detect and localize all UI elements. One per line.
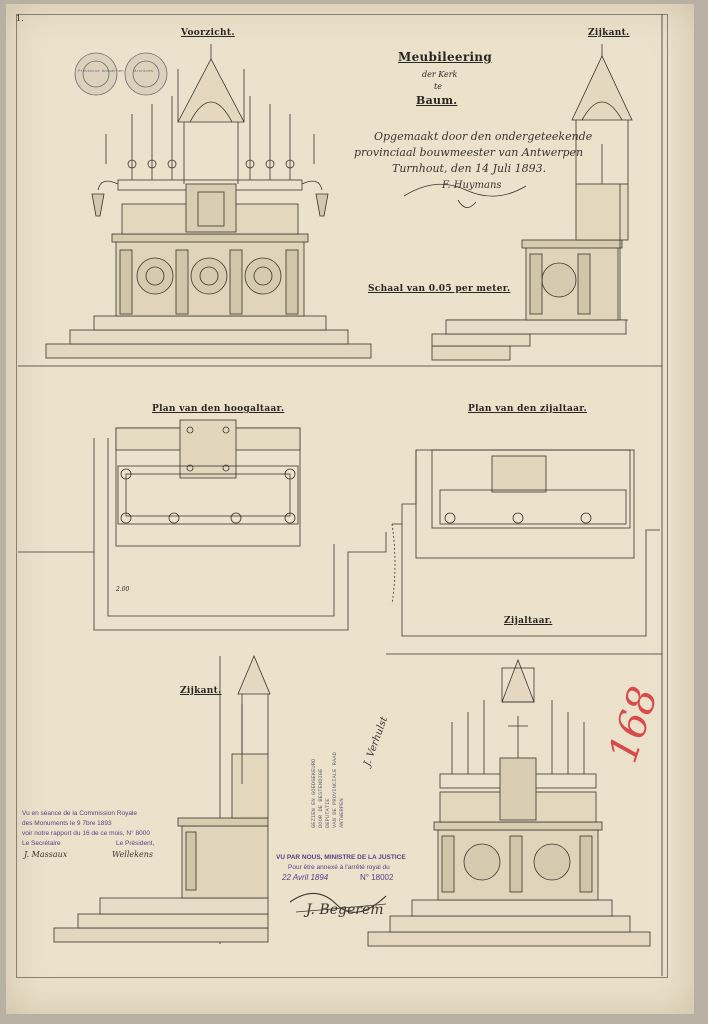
dimension-label: 2.00 — [116, 586, 130, 593]
minister-line-1: VU PAR NOUS, MINISTRE DE LA JUSTICE — [276, 854, 406, 861]
side-elevation-bottom — [53, 654, 271, 943]
approval-line-3: Turnhout, den 14 Juli 1893. — [392, 162, 547, 175]
plan-side-heading: Plan van den zijaltaar. — [468, 404, 587, 414]
side-elevation-top — [431, 44, 633, 361]
plan-front — [18, 419, 387, 631]
vertical-stamp-line-4: VAN DE PROVINCIALE RAAD — [331, 752, 338, 828]
commission-secretary-label: Le Secrétaire — [22, 840, 61, 847]
title-line-3: te — [434, 82, 442, 91]
seal-2-text: Archives — [134, 70, 154, 74]
vertical-stamp-line-1: GEZIEN EN GOEDGEKEURD — [310, 758, 317, 828]
vertical-stamp-line-3: DEPUTATIE — [324, 798, 331, 828]
side-altar-front — [367, 658, 651, 947]
side-altar-heading: Zijaltaar. — [504, 616, 553, 626]
seals — [74, 52, 168, 96]
sheet-frame — [16, 14, 668, 978]
commission-president-signature: Wellekens — [112, 850, 153, 859]
plan-side — [391, 449, 660, 637]
title-line-4: Baum. — [416, 94, 458, 107]
side-view-heading-bottom: Zijkant. — [180, 686, 222, 696]
plan-front-heading: Plan van den hoogaltaar. — [152, 404, 285, 414]
minister-line-2: Pour être annexé à l'arrêté royal du — [288, 864, 390, 871]
vertical-stamp-line-5: ANTWERPEN — [338, 798, 345, 828]
front-elevation — [45, 44, 372, 359]
commission-president-label: Le Président, — [116, 840, 155, 847]
seal-1-text: Provincie Antwerpen — [78, 70, 124, 74]
scale-label: Schaal van 0.05 per meter. — [368, 284, 511, 294]
drawing-sheet: 1. Voorzicht. Zijkant. Meubileering der … — [6, 4, 694, 1014]
corner-mark: 1. — [16, 14, 24, 23]
title-line-2: der Kerk — [422, 70, 458, 79]
approval-line-2: provinciaal bouwmeester van Antwerpen — [354, 146, 584, 159]
approval-line-1: Opgemaakt door den ondergeteekende — [374, 130, 593, 143]
minister-number: N° 18002 — [360, 873, 394, 882]
minister-signature: J. Begerem — [306, 902, 384, 918]
architectural-drawings — [18, 14, 663, 976]
commission-secretary-signature: J. Massaux — [24, 850, 68, 859]
front-view-heading: Voorzicht. — [181, 28, 235, 38]
approval-signature: F. Huymans — [442, 180, 502, 191]
side-view-heading-top: Zijkant. — [588, 28, 630, 38]
title-line-1: Meubileering — [398, 50, 493, 64]
commission-line-2: des Monuments le 9 7bre 1893 — [22, 820, 112, 827]
commission-line-1: Vu en séance de la Commission Royale — [22, 810, 138, 817]
vertical-stamp: GEZIEN EN GOEDGEKEURD DOOR DE BESTENDIGE… — [310, 752, 345, 828]
vertical-stamp-line-2: DOOR DE BESTENDIGE — [317, 768, 324, 828]
commission-line-3: voir notre rapport du 16 de ce mois, N° … — [22, 830, 150, 837]
minister-date: 22 Avril 1894 — [282, 873, 329, 882]
